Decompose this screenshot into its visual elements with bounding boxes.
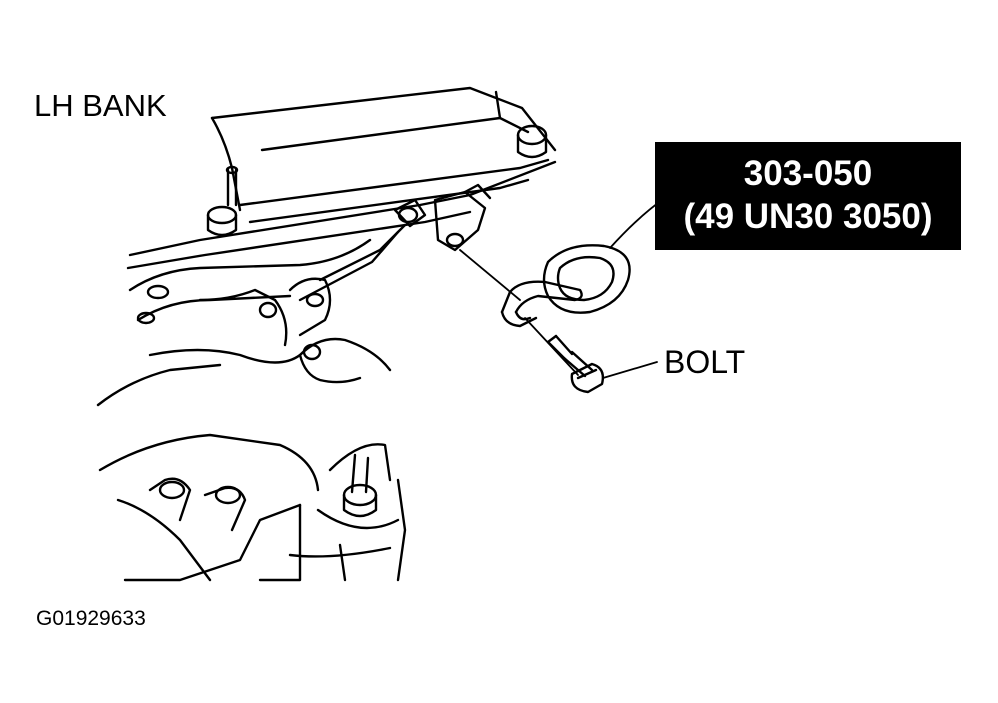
cylinder-head [98, 433, 407, 582]
bolt-leader-line [602, 361, 658, 379]
lifting-eye-hook [500, 244, 631, 328]
intake-rail [126, 86, 557, 270]
tool-alt-number: (49 UN30 3050) [683, 197, 933, 236]
bank-label: LH BANK [34, 88, 167, 123]
bolt-label: BOLT [664, 344, 746, 380]
tool-callout: 303-050 (49 UN30 3050) [655, 142, 961, 250]
tool-number: 303-050 [743, 154, 873, 194]
manifold-runners [96, 223, 407, 407]
bolt [524, 317, 605, 394]
lifting-bracket [433, 183, 492, 252]
rail-studs [206, 124, 548, 237]
figure-id: G01929633 [36, 607, 146, 630]
